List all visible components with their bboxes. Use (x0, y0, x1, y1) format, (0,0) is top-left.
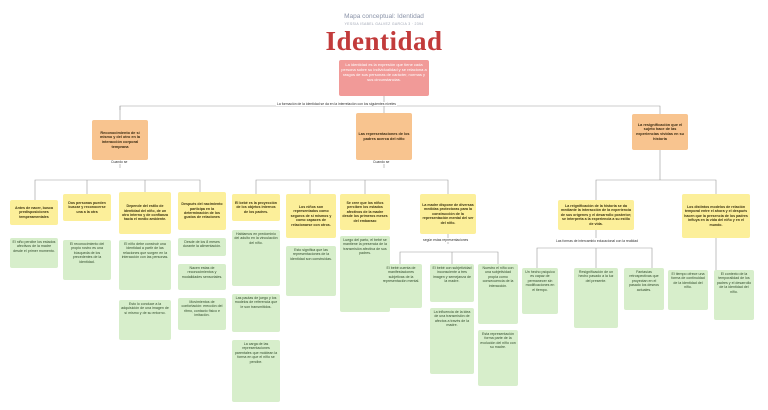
connector-mid2-label: según estas representaciones (422, 238, 470, 242)
level2-node-3[interactable]: Depende del estilo de identidad del niño… (119, 192, 171, 234)
level3-node-18[interactable]: Un hecho psíquico es capaz de permanecer… (522, 268, 558, 314)
level2-node-1[interactable]: Antes de nacer, busca predisposiciones t… (10, 200, 58, 225)
level3-node-19[interactable]: Resignificación de un hecho pasado a la … (574, 268, 618, 328)
level3-node-22[interactable]: El contexto de la temporalidad de los pa… (714, 270, 754, 320)
level3-node-13[interactable]: El bebé cuenta de manifestaciones subjet… (380, 264, 422, 308)
level3-node-5[interactable]: Desde de los 8 meses durante la alimenta… (178, 238, 226, 256)
level3-node-2[interactable]: El reconocimiento del propio rostro es u… (63, 240, 111, 280)
level3-node-6[interactable]: Nacen estas de reconocimientos y modalid… (178, 264, 226, 290)
level3-node-10[interactable]: La carga de las representaciones parenta… (232, 340, 280, 402)
page-title: Identidad (325, 26, 443, 56)
level3-node-15[interactable]: La influencia de la idea de una transmis… (430, 308, 474, 374)
connector-left-label: Cuando se (110, 160, 129, 164)
level3-node-14[interactable]: El bebé con subjetividad inconsciente a … (430, 264, 474, 302)
level2-node-10[interactable]: Los distintos modelos de relación tempor… (682, 194, 750, 238)
level2-node-8[interactable]: La madre dispone de diversas medidas pro… (420, 194, 476, 234)
level3-node-3[interactable]: El niño debe construir una identidad a p… (119, 240, 171, 290)
level3-node-21[interactable]: El tiempo ofrece una forma de continuida… (668, 270, 708, 310)
level3-node-11[interactable]: Esto significa que las representaciones … (286, 246, 336, 296)
connector-mid-label: Cuando se (372, 160, 391, 164)
map-subtitle: Mapa conceptual: Identidad (344, 13, 424, 20)
connector-right-label: Las formas de intercambio educacional co… (555, 239, 639, 243)
level3-node-17[interactable]: Esta representación forma parte de la ev… (478, 330, 518, 386)
level3-node-16[interactable]: Nuestro el niño con una subjetividad pro… (478, 264, 518, 324)
level3-node-1[interactable]: El niño percibe los estados afectivos de… (10, 238, 58, 268)
level3-node-9[interactable]: Las pautas de juego y los modelos de ref… (232, 294, 280, 332)
level2-node-2[interactable]: Dos personas pueden buscar y reconocerse… (63, 194, 111, 221)
level2-node-5[interactable]: El bebé es la proyección de los objetos … (232, 194, 280, 221)
level2-node-7[interactable]: Se cree que los niños perciben los estad… (340, 194, 390, 230)
root-connector-label: La formación de la identidad se da en la… (276, 102, 397, 106)
level2-node-4[interactable]: Después del nacimiento participa en la d… (178, 192, 226, 230)
level3-node-20[interactable]: Fantasías retrospectivas que proyectan e… (624, 268, 664, 310)
level3-node-8[interactable]: Hablamos en predominio del adulto en la … (232, 230, 280, 286)
level2-node-9[interactable]: La reignificación de la historia se da m… (558, 200, 634, 230)
level1-left-node[interactable]: Reconocimiento de sí mismo y del otro en… (92, 120, 148, 160)
level2-node-6[interactable]: Los niños son representados como seguros… (286, 194, 336, 238)
root-node[interactable]: La identidad es la expresión que tiene c… (339, 60, 429, 96)
level1-mid-node[interactable]: Las representaciones de los padres acerc… (356, 113, 412, 160)
level1-right-node[interactable]: La resignificación que el sujeto hace de… (632, 114, 688, 150)
level3-node-7[interactable]: Movimientos de confortación: erección de… (178, 298, 226, 330)
level3-node-4[interactable]: Esto lo conduce a la adquisición de una … (119, 300, 171, 340)
author-byline: YESSIA ISABEL GALVEZ GARCIA 3 · 2394 (344, 22, 424, 26)
